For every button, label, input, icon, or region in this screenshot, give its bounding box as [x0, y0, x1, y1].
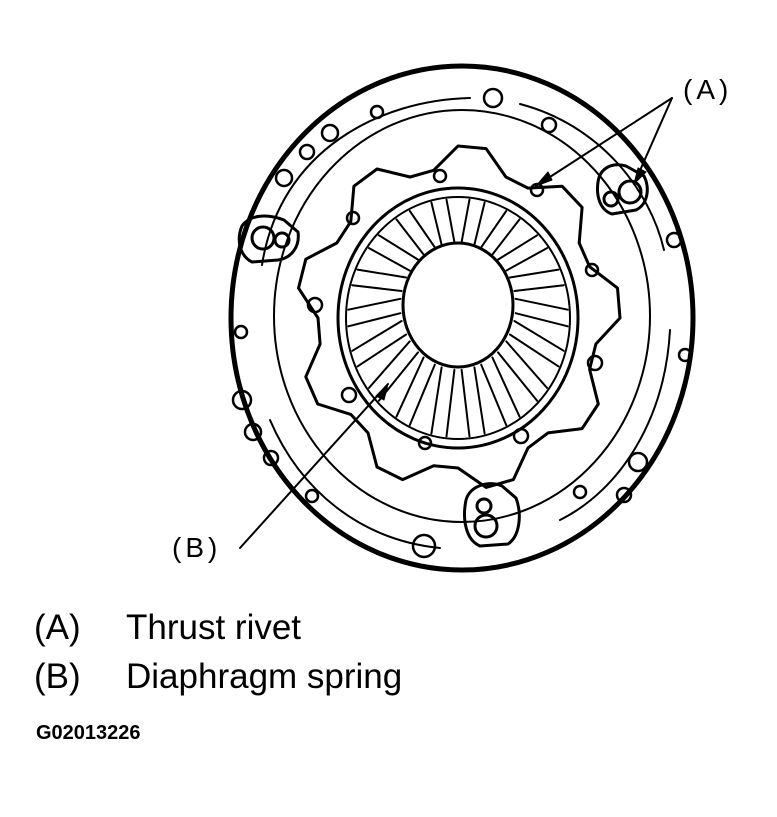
diaphragm-finger-edge — [460, 198, 471, 244]
diaphragm-finger-edge — [514, 312, 569, 328]
cover-hole — [262, 449, 280, 467]
diaphragm-finger-edge — [508, 333, 560, 368]
diaphragm-finger-edge — [505, 247, 548, 272]
diaphragm-finger-edge — [356, 333, 408, 368]
diaphragm-hub — [401, 241, 515, 369]
leader-a-arrow-2 — [633, 167, 647, 185]
clutch-cover-diagram — [228, 63, 696, 573]
cover-hole — [572, 484, 588, 500]
diaphragm-finger-edge — [395, 218, 425, 256]
cover-hole — [320, 123, 340, 143]
cover-hole — [417, 435, 433, 451]
diaphragm-finger-edge — [347, 312, 402, 328]
diaphragm-finger-edge — [513, 284, 565, 292]
diaphragm-finger-edge — [497, 351, 539, 402]
cover-hole — [584, 262, 600, 278]
diaphragm-fingers — [347, 198, 569, 438]
diaphragm-finger-edge — [430, 366, 443, 435]
leader-a-1 — [535, 97, 673, 187]
figure-id: G02013226 — [36, 722, 141, 744]
cover-hole — [627, 451, 649, 473]
diaphragm-finger-edge — [356, 268, 408, 279]
diaphragm-finger-edge — [368, 247, 411, 272]
diaphragm-finger-edge — [480, 363, 508, 426]
cover-holes — [231, 87, 693, 559]
callout-b-label: (B) — [172, 532, 222, 563]
diaphragm-finger-edge — [513, 320, 565, 352]
leader-b-arrow — [375, 383, 389, 401]
diaphragm-finger-edge — [473, 366, 486, 435]
cover-hole — [482, 87, 504, 109]
cover-hole — [306, 296, 324, 314]
cover-hole — [665, 231, 683, 249]
legend-label: Thrust rivet — [126, 608, 302, 647]
cover-hole — [369, 104, 385, 120]
diaphragm-finger-edge — [351, 284, 403, 292]
diaphragm-finger-edge — [497, 234, 539, 261]
leader-a-arrow-1 — [535, 171, 553, 187]
cover-rim — [228, 63, 696, 573]
thrust-rivet-boss-bottom — [463, 482, 521, 548]
cover-step-line — [261, 97, 671, 549]
legend-item-b: (B) Diaphragm spring — [34, 657, 402, 697]
cover-hole — [298, 143, 316, 161]
cover-hole — [243, 422, 263, 442]
cover-hole — [340, 386, 358, 404]
diaphragm-finger-edge — [460, 368, 471, 438]
cover-inner-ring — [273, 109, 651, 523]
cover-hole — [432, 168, 448, 184]
thrust-rivet-boss-top-right — [596, 163, 649, 216]
diaphragm-finger-edge — [445, 368, 456, 438]
legend-key: (B) — [34, 657, 81, 696]
cover-hole — [586, 354, 604, 372]
diaphragm-finger-edge — [514, 297, 569, 311]
cover-hole — [231, 389, 253, 411]
diaphragm-finger-edge — [508, 268, 560, 279]
cover-hole — [677, 347, 693, 363]
legend-item-a: (A) Thrust rivet — [34, 608, 301, 648]
thrust-rivet-boss-left — [237, 214, 300, 264]
legend-key: (A) — [34, 608, 81, 647]
diaphragm-finger-edge — [491, 356, 521, 418]
diaphragm-finger-edge — [491, 218, 521, 256]
cover-hole — [411, 533, 437, 559]
leader-b — [239, 383, 389, 549]
diaphragm-finger-edge — [347, 297, 402, 311]
cover-hole — [529, 182, 545, 198]
diaphragm-inner-ring — [345, 196, 571, 440]
pressure-plate-outline — [297, 144, 622, 489]
cover-hole — [274, 168, 294, 188]
diaphragm-finger-edge — [408, 210, 436, 249]
diaphragm-finger-edge — [473, 201, 486, 246]
diaphragm-finger-edge — [505, 340, 548, 389]
diaphragm-finger-edge — [445, 198, 456, 244]
diaphragm-finger-edge — [351, 320, 403, 352]
diaphragm-finger-edge — [430, 201, 443, 246]
cover-hole — [540, 116, 558, 134]
cover-hole — [304, 488, 320, 504]
cover-hole — [233, 324, 249, 340]
diaphragm-finger-edge — [377, 234, 419, 261]
callout-a-label: (A) — [683, 74, 733, 105]
cover-hole — [615, 486, 633, 504]
legend-label: Diaphragm spring — [126, 657, 403, 696]
diaphragm-finger-edge — [368, 340, 411, 389]
cover-hole — [512, 427, 530, 445]
cover-hole — [345, 210, 361, 226]
diaphragm-outer-ring — [336, 186, 580, 450]
diaphragm-finger-edge — [395, 356, 425, 418]
diaphragm-finger-edge — [408, 363, 436, 426]
diaphragm-finger-edge — [480, 210, 508, 249]
